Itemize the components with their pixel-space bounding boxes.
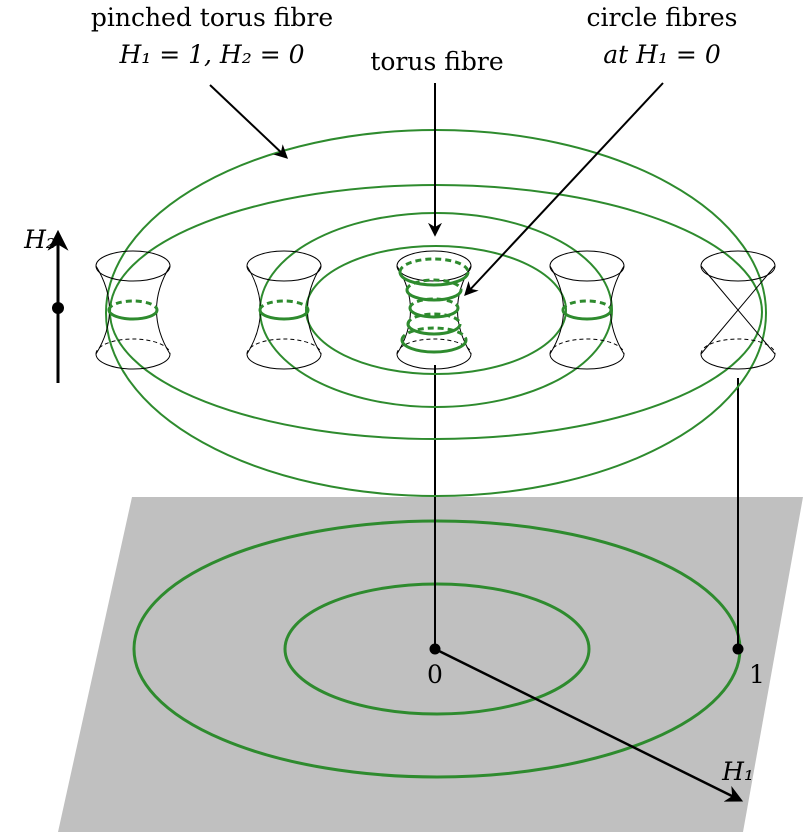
circle-label-line2: at H₁ = 0 [603, 40, 721, 69]
fibre-hyperboloid-2 [246, 250, 322, 370]
base-point-zero-label: 0 [427, 660, 443, 689]
torus-label: torus fibre [370, 47, 503, 76]
base-point-zero [429, 643, 441, 655]
torus-ellipse-4 [305, 245, 567, 375]
h2-axis-label: H₂ [23, 225, 56, 254]
circle-annotation-arrow [464, 82, 664, 297]
base-point-one [732, 643, 744, 655]
fibre-hyperboloid-1 [95, 250, 171, 370]
fibre-hyperboloid-4 [549, 250, 625, 370]
pinched-label-line1: pinched torus fibre [91, 3, 333, 32]
base-inner-ellipse [283, 582, 591, 716]
circle-label-line1: circle fibres [587, 3, 738, 32]
pinched-label-line2: H₁ = 1, H₂ = 0 [118, 40, 304, 69]
base-point-one-label: 1 [749, 660, 765, 689]
fibre-hyperboloid-center [396, 250, 472, 370]
fibre-pinched-cone [700, 250, 776, 370]
h1-axis-arrow [434, 647, 744, 802]
h2-axis-point [52, 302, 64, 314]
pinched-annotation-arrow [209, 84, 289, 159]
h1-axis-label: H₁ [721, 757, 754, 786]
